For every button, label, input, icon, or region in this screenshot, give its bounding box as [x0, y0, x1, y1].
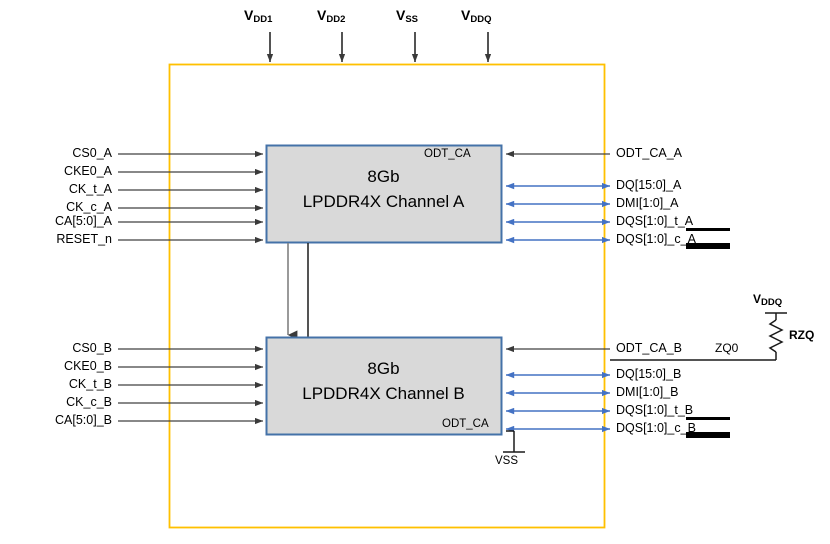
channel-b-block [265, 336, 503, 436]
signal-label-ck-t-a: CK_t_A [68, 182, 112, 196]
signal-label-cs0-b: CS0_B [72, 341, 112, 355]
channel-a-name: LPDDR4X Channel A [302, 191, 465, 211]
package-boundary [168, 63, 606, 529]
signal-label-dqs-t-b: DQS[1:0]_t_B [616, 403, 694, 417]
channel-b-name: LPDDR4X Channel B [302, 383, 465, 403]
channel-a-capacity: 8Gb [367, 167, 400, 186]
signal-label-dmi-b: DMI[1:0]_B [616, 385, 679, 399]
power-rail-label-vdd1: VDD1 [244, 7, 273, 25]
vss-ground-label: VSS [495, 455, 519, 467]
channel-a-block-text: 8Gb LPDDR4X Channel A [266, 165, 501, 214]
signal-label-dq-a: DQ[15:0]_A [616, 178, 682, 192]
signal-label-ck-t-b: CK_t_B [68, 377, 112, 391]
power-rail-label-vss: VSS [396, 7, 419, 25]
signal-label-cke0-b: CKE0_B [64, 359, 112, 373]
channel-a-block [265, 144, 503, 244]
channel-a-dq-lines [505, 182, 611, 244]
signal-label-cs0-a: CS0_A [72, 146, 112, 160]
signal-label-ck-c-b: CK_c_B [66, 395, 112, 409]
channel-a-odt-internal-label: ODT_CA [424, 148, 471, 160]
power-rail-label-vdd2: VDD2 [317, 7, 346, 25]
signal-label-dqs-t-a: DQS[1:0]_t_A [616, 214, 694, 228]
signal-label-ck-c-a: CK_c_A [66, 200, 112, 214]
zq-supply-label: VDDQ [753, 292, 783, 308]
signal-label-cke0-a: CKE0_A [64, 164, 112, 178]
vss-ground-connection [503, 430, 525, 453]
power-rail-label-vddq: VDDQ [461, 7, 492, 25]
channel-b-block-text: 8Gb LPDDR4X Channel B [266, 357, 501, 406]
signal-label-dq-b: DQ[15:0]_B [616, 367, 682, 381]
rzq-resistor-label: RZQ [789, 328, 815, 342]
dqs-t-b-overbar-artifact [686, 417, 730, 420]
signal-label-dqs-c-a: DQS[1:0]_c_A [616, 232, 696, 246]
signal-label-ca-a: CA[5:0]_A [55, 214, 112, 228]
interblock-connectors [287, 243, 309, 340]
dqs-c-a-overbar-artifact [686, 243, 730, 249]
signal-label-ca-b: CA[5:0]_B [55, 413, 112, 427]
signal-label-reset-n: RESET_n [56, 232, 112, 246]
signal-label-dqs-c-b: DQS[1:0]_c_B [616, 421, 696, 435]
signal-label-odt-ca-a: ODT_CA_A [616, 146, 682, 160]
channel-a-input-lines [118, 150, 264, 244]
dqs-c-b-overbar-artifact [686, 432, 730, 438]
channel-b-dq-lines [505, 371, 611, 433]
signal-label-dmi-a: DMI[1:0]_A [616, 196, 679, 210]
signal-label-odt-ca-b: ODT_CA_B [616, 341, 682, 355]
power-rail-arrows [266, 32, 492, 63]
channel-b-capacity: 8Gb [367, 359, 400, 378]
channel-b-input-lines [118, 345, 264, 425]
channel-b-odt-internal-label: ODT_CA [442, 418, 489, 430]
zq-network [610, 312, 787, 361]
dqs-t-a-overbar-artifact [686, 228, 730, 231]
zq0-pin-label: ZQ0 [715, 341, 739, 355]
